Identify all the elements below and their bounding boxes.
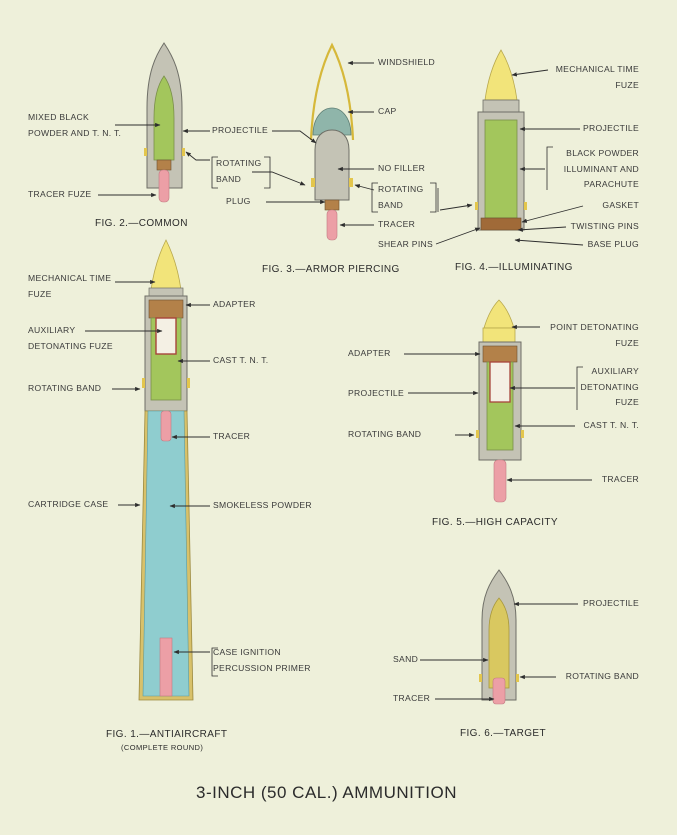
fig1-subcaption: (COMPLETE ROUND)	[121, 743, 204, 752]
fig6-sand-label: SAND	[393, 654, 419, 664]
fig6-projectile-label: PROJECTILE	[582, 598, 639, 608]
fig1-primer-label: CASE IGNITION PERCUSSION PRIMER	[213, 647, 311, 673]
fig1-powder-label: SMOKELESS POWDER	[213, 500, 312, 510]
fig3-tracer-label: TRACER	[378, 219, 416, 229]
fig2-tracer-fuze-label: TRACER FUZE	[28, 189, 92, 199]
fig4-illuminating-projectile	[475, 49, 527, 231]
fig5-projectile-label: PROJECTILE	[348, 388, 405, 398]
fig5-tracer-label: TRACER	[601, 474, 639, 484]
fig6-rotating-band-label: ROTATING BAND	[565, 671, 639, 681]
label-brackets	[211, 146, 583, 677]
fig1-adapter-label: ADAPTER	[213, 299, 256, 309]
fig2-plug-label: PLUG	[226, 196, 251, 206]
fig1-fuze-label: MECHANICAL TIME FUZE	[28, 273, 112, 299]
fig2-rotating-band-label: ROTATING BAND	[216, 158, 262, 184]
fig2-common-projectile	[144, 42, 185, 203]
fig4-gasket-label: GASKET	[602, 200, 639, 210]
fig5-adapter-label: ADAPTER	[348, 348, 391, 358]
fig4-base-plug-label: BASE PLUG	[587, 239, 639, 249]
fig1-tracer-label: TRACER	[213, 431, 251, 441]
fig3-rotating-band-label: ROTATING BAND	[378, 184, 424, 210]
leader-lines	[85, 60, 592, 702]
fig5-aux-fuze-label: AUXILIARY DETONATING FUZE	[580, 366, 639, 407]
fig1-antiaircraft-round	[138, 239, 194, 701]
fig1-cast-tnt-label: CAST T. N. T.	[213, 355, 269, 365]
fig3-windshield-label: WINDSHIELD	[378, 57, 435, 67]
fig5-rotating-band-label: ROTATING BAND	[348, 429, 422, 439]
plate-title: 3-INCH (50 CAL.) AMMUNITION	[196, 783, 457, 802]
fig2-caption: FIG. 2.—COMMON	[95, 218, 188, 229]
fig4-twisting-pins-label: TWISTING PINS	[570, 221, 639, 231]
fig4-fuze-label: MECHANICAL TIME FUZE	[555, 64, 639, 90]
fig3-armor-piercing-projectile	[309, 42, 355, 241]
fig6-target-projectile	[479, 569, 519, 705]
fig3-no-filler-label: NO FILLER	[378, 163, 426, 173]
fig6-caption: FIG. 6.—TARGET	[460, 728, 546, 739]
fig5-cast-tnt-label: CAST T. N. T.	[583, 420, 639, 430]
fig4-filler-label: BLACK POWDER ILLUMINANT AND PARACHUTE	[563, 148, 639, 189]
fig5-point-fuze-label: POINT DETONATING FUZE	[550, 322, 639, 348]
fig5-caption: FIG. 5.—HIGH CAPACITY	[432, 517, 559, 528]
fig3-shear-pins-label: SHEAR PINS	[378, 239, 434, 249]
fig1-caption: FIG. 1.—ANTIAIRCRAFT	[106, 729, 228, 740]
fig3-cap-label: CAP	[378, 106, 397, 116]
fig4-projectile-label: PROJECTILE	[582, 123, 639, 133]
fig1-aux-fuze-label: AUXILIARY DETONATING FUZE	[28, 325, 113, 351]
fig2-projectile-label: PROJECTILE	[212, 125, 269, 135]
fig5-high-capacity-projectile	[476, 299, 524, 503]
fig1-cartridge-case-label: CARTRIDGE CASE	[28, 499, 109, 509]
fig6-tracer-label: TRACER	[393, 693, 431, 703]
fig4-caption: FIG. 4.—ILLUMINATING	[455, 262, 573, 273]
fig2-filler-label: MIXED BLACK POWDER AND T. N. T.	[28, 112, 122, 138]
fig3-caption: FIG. 3.—ARMOR PIERCING	[262, 264, 400, 275]
fig1-rotating-band-label: ROTATING BAND	[28, 383, 102, 393]
